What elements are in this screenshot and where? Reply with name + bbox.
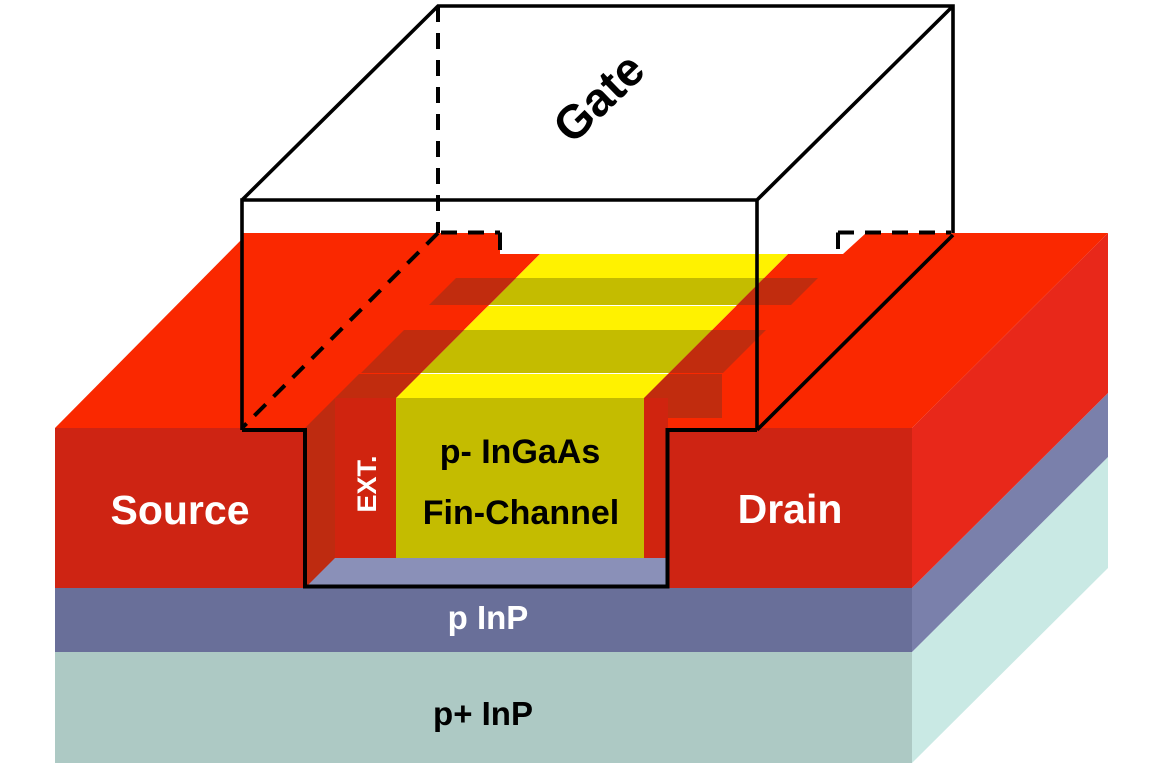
gate-wireframe-hidden-edges [241,6,951,429]
ext-pillar-top-face [335,374,420,398]
notch-floor [305,558,668,588]
ext-label: EXT. [352,455,382,512]
fin3-top-face [516,254,788,278]
ext-pillar-front-face [335,398,396,558]
notch-left-wall [305,398,335,588]
fin2-right-cover-cap [669,330,766,373]
gate-wireframe-edge-ticks [498,232,840,250]
fin-channel-label-line2: Fin-Channel [423,494,619,532]
drain-ext-strip [644,398,668,558]
drain-label: Drain [738,486,843,532]
buffer-front-face [55,588,912,652]
fin1-right-cover-cap [644,374,722,418]
fin3-front-face [489,278,764,305]
fin3-left-cover-cap [429,278,516,305]
source-label: Source [111,487,250,533]
red-slab-right-face [912,233,1108,588]
fin2-left-cover-cap [361,330,464,373]
substrate-layer-label: p+ InP [433,695,533,732]
fin-channel-label-line1: p- InGaAs [440,433,601,471]
fin1-channel-front-face [396,398,644,558]
fin1-top-face [396,374,668,398]
fin2-top-face [464,306,736,330]
gate-wireframe-solid-edges [240,4,955,432]
buffer-right-face [912,393,1108,652]
buffer-layer-label: p InP [448,599,529,636]
substrate-right-face [912,457,1108,763]
fin2-front-face [421,330,712,373]
substrate-front-face [55,652,912,763]
notch-outline [242,428,757,589]
